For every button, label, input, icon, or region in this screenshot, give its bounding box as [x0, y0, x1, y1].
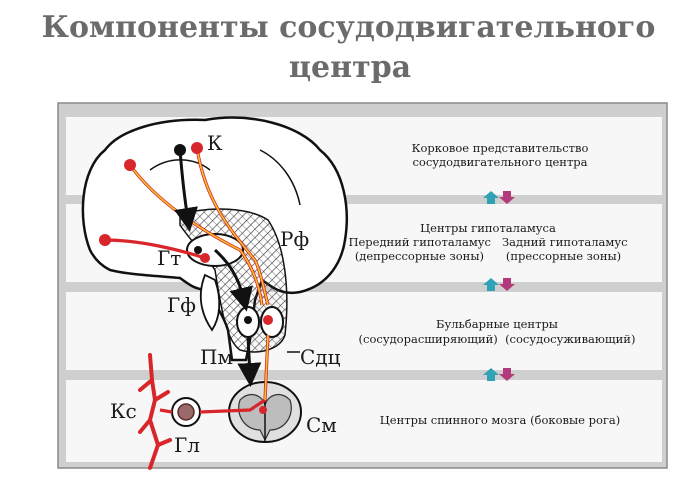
band-spinal-text: Центры спинного мозга (боковые рога): [380, 413, 621, 427]
label-rf: Рф: [280, 227, 309, 251]
blood-vessel: [138, 353, 172, 470]
band-hypothalamus-text: Центры гипоталамуса Передний гипоталамус…: [348, 221, 627, 263]
label-sdc: Сдц: [300, 345, 341, 369]
arrows-cortex-hypothalamus: [483, 191, 515, 204]
band-cortex-text: Корковое представительство сосудодвигате…: [412, 141, 589, 169]
label-sm: См: [306, 413, 337, 437]
band-hypothalamus-line-3: (депрессорные зоны) (прессорные зоны): [355, 249, 621, 263]
arrows-bulbar-spinal: [483, 368, 515, 381]
pathway-black: [174, 149, 262, 387]
band-hypothalamus-line-2: Передний гипоталамус Задний гипоталамус: [348, 235, 627, 249]
arrows-hypothalamus-bulbar: [483, 278, 515, 291]
band-bulbar-line-1: Бульбарные центры: [436, 317, 558, 331]
band-hypothalamus-line-1: Центры гипоталамуса: [420, 221, 556, 235]
band-bulbar-text: Бульбарные центры (сосудорасширяющий) (с…: [359, 317, 636, 346]
label-k: К: [207, 131, 223, 155]
band-bulbar-line-2: (сосудорасширяющий) (сосудосуживающий): [359, 332, 636, 346]
label-ks: Кс: [110, 399, 137, 423]
label-pm: Пм: [200, 345, 233, 369]
band-spinal-line-1: Центры спинного мозга (боковые рога): [380, 413, 621, 427]
label-gl: Гл: [174, 433, 200, 457]
pathway-yellow: [129, 147, 269, 401]
ganglion: [171, 397, 201, 427]
pituitary: [199, 273, 221, 332]
pathway-nodes: [99, 142, 273, 414]
band-cortex-line-2: сосудодвигательного центра: [412, 155, 587, 169]
band-cortex-line-1: Корковое представительство: [412, 141, 589, 155]
brain-fold-2: [259, 149, 301, 206]
band-bulbar: [66, 292, 662, 370]
title-line-1: Компоненты сосудодвигательного: [41, 10, 656, 45]
label-gf: Гф: [167, 293, 196, 317]
label-gt: Гт: [157, 246, 181, 270]
title-line-2: центра: [288, 50, 412, 85]
